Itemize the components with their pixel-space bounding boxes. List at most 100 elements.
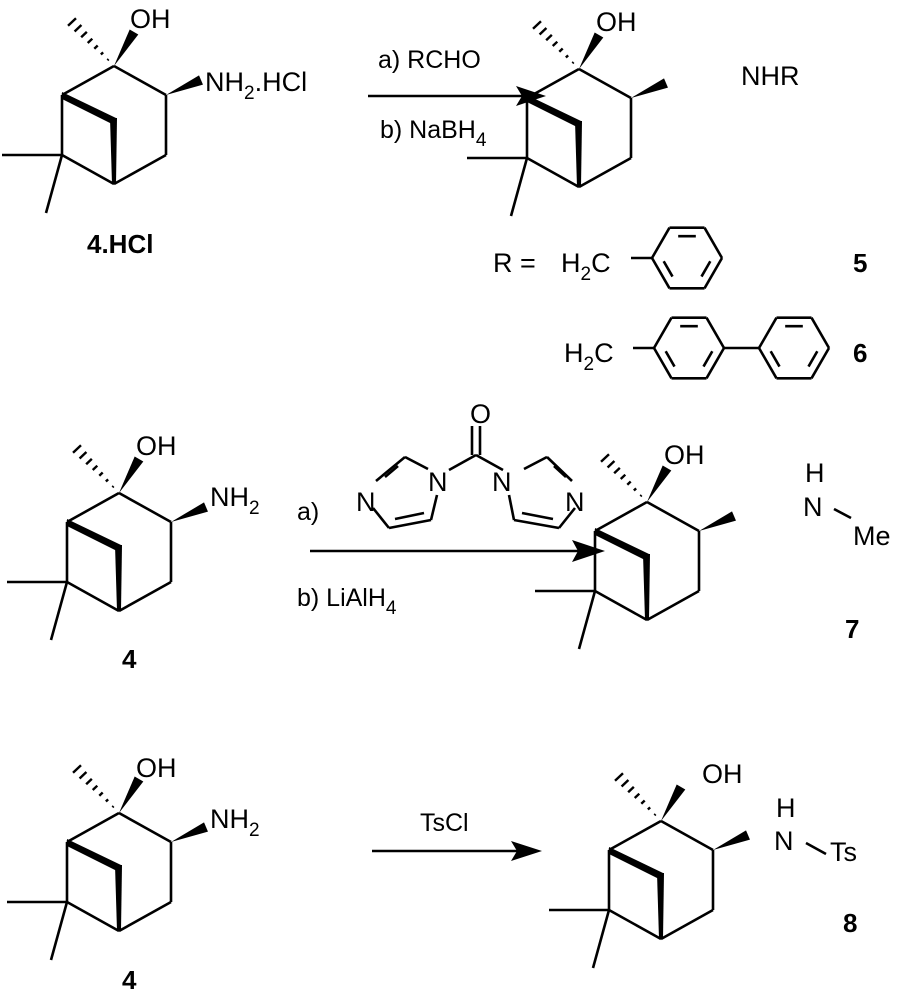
bond	[113, 153, 167, 186]
bond	[113, 64, 167, 97]
reagent-step-b: b) LiAlH4	[297, 584, 397, 619]
hash-stroke	[653, 813, 657, 817]
bond	[66, 900, 120, 933]
hash-stroke	[80, 30, 88, 39]
bond	[118, 900, 172, 933]
bond	[66, 811, 120, 844]
n3-label: N	[565, 487, 585, 517]
hash-stroke	[545, 33, 553, 42]
oh-wedge-bond	[661, 784, 686, 821]
amine-wedge-bond	[699, 511, 736, 531]
ring-double-bond	[662, 260, 674, 278]
methyl-hashed-bond	[614, 772, 657, 817]
reaction-3: OH NH2 4 TsCl OH H N Ts 8	[7, 753, 857, 995]
ring-bond	[810, 347, 831, 379]
bond	[371, 507, 391, 529]
n-methyl-bond	[833, 507, 852, 520]
hash-stroke	[558, 47, 564, 53]
bold-bridge-bond	[595, 528, 649, 562]
bond	[660, 908, 714, 941]
gem-methyl-bond	[49, 901, 69, 961]
ring-bond	[810, 317, 831, 349]
r-equals-label: R =	[493, 248, 536, 278]
amine-label: NH2.HCl	[205, 67, 307, 104]
hash-stroke	[565, 54, 569, 59]
amine-wedge-bond	[631, 78, 668, 98]
hash-stroke	[111, 805, 115, 809]
hash-stroke	[551, 40, 559, 47]
molecule-4: OH NH2	[7, 431, 260, 641]
reaction-arrow	[372, 841, 542, 861]
reagent-tscl: TsCl	[420, 809, 469, 837]
bond	[553, 465, 567, 478]
bond	[660, 819, 714, 852]
bond	[66, 491, 120, 524]
bond	[513, 518, 560, 530]
hash-stroke	[620, 779, 630, 788]
hash-stroke	[98, 471, 104, 477]
gem-methyl-bond	[49, 581, 69, 641]
amine-label: NH2	[210, 482, 260, 519]
bond	[521, 511, 554, 521]
oh-label: OH	[136, 431, 177, 461]
oh-label: OH	[702, 759, 743, 789]
bond	[394, 511, 425, 521]
r-group-biphenylmethyl: H2C 6	[564, 316, 867, 380]
amine-wedge-bond	[171, 502, 208, 522]
hash-stroke	[105, 798, 109, 803]
compound-label-5: 5	[853, 248, 867, 278]
amine-wedge-bond	[166, 75, 203, 95]
bond	[546, 456, 573, 482]
cdi-structure: O N N N N	[356, 399, 585, 530]
oh-wedge-bond	[119, 776, 144, 813]
bold-bridge-bond	[110, 118, 117, 184]
n1-label: N	[428, 467, 448, 497]
carbonyl-o-label: O	[470, 399, 491, 429]
bond	[646, 500, 700, 533]
bond	[118, 811, 172, 844]
bond	[384, 465, 399, 478]
bond	[475, 453, 504, 472]
bond	[429, 494, 439, 521]
hash-stroke	[67, 17, 77, 27]
methyl-hashed-bond	[72, 764, 115, 809]
ring-bond	[703, 257, 724, 289]
bold-bridge-bond	[115, 545, 122, 611]
hash-stroke	[626, 480, 632, 486]
arrow-head	[511, 841, 542, 861]
ch2-label: H2C	[561, 248, 611, 285]
bond	[61, 64, 115, 97]
compound-label-4: 4	[122, 965, 137, 995]
bond	[61, 153, 115, 186]
bond	[608, 908, 662, 941]
oh-label: OH	[130, 4, 171, 34]
methyl-hashed-bond	[72, 444, 115, 489]
reagent-step-b: b) NaBH4	[380, 116, 487, 151]
reaction-arrow	[368, 86, 546, 106]
bond	[118, 580, 172, 613]
hash-stroke	[614, 772, 624, 782]
hash-stroke	[633, 792, 641, 799]
bond	[118, 491, 172, 524]
bond	[526, 67, 580, 100]
ring-bond	[650, 227, 671, 259]
bond	[557, 507, 577, 529]
bond	[404, 455, 429, 471]
reaction-2: OH NH2 4 a) O N N N N	[7, 399, 891, 674]
r-group-benzyl: R = H2C 5	[493, 226, 867, 290]
hash-stroke	[78, 771, 88, 780]
bond	[594, 500, 648, 533]
ring-bond	[705, 347, 726, 379]
amine-label: NHR	[741, 61, 800, 91]
reagent-step-a: a) RCHO	[378, 46, 481, 74]
molecule-5-6-product: OH NHR	[467, 7, 800, 217]
hash-stroke	[100, 51, 104, 56]
hash-stroke	[619, 473, 627, 480]
hash-stroke	[613, 466, 621, 475]
hash-stroke	[627, 785, 635, 794]
bond	[646, 589, 700, 622]
hash-stroke	[106, 58, 110, 62]
bond	[507, 494, 516, 521]
molecule-8: OH H N Ts	[549, 759, 857, 969]
